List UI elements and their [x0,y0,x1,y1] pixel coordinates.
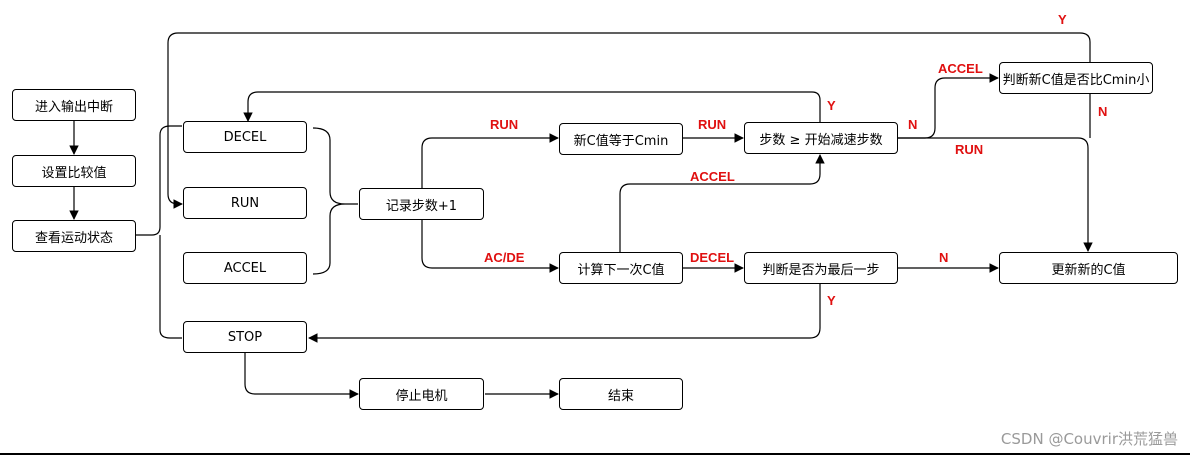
node-stop: STOP [183,321,307,353]
edge-judge-to-run [167,32,1091,209]
mode-brace [312,127,358,275]
node-set-compare: 设置比较值 [12,155,136,187]
label-ac-de: AC/DE [484,250,525,265]
label-accel-top: ACCEL [938,61,983,76]
label-y-steps: Y [827,98,836,113]
node-steps-ge-decel: 步数 ≥ 开始减速步数 [744,122,898,154]
node-check-state: 查看运动状态 [12,220,136,252]
label-n-last: N [939,250,949,265]
node-run: RUN [183,187,307,219]
label-accel-mid: ACCEL [690,169,735,184]
edge-steps-to-decel [243,91,821,122]
edge-steps-to-update [898,137,1093,252]
node-end: 结束 [559,378,683,410]
edge-record-to-calc [421,218,559,273]
label-run-right: RUN [955,142,984,157]
label-n-steps: N [908,117,918,132]
label-y-last: Y [827,293,836,308]
label-n-judge: N [1098,104,1108,119]
node-decel: DECEL [183,121,307,153]
node-stop-motor: 停止电机 [359,378,484,410]
edge-calc-to-steps [619,154,825,252]
node-accel: ACCEL [183,252,307,284]
node-update-new-c: 更新新的C值 [999,252,1178,284]
label-y-top: Y [1058,12,1067,27]
label-decel: DECEL [690,250,735,265]
node-calc-next-c: 计算下一次C值 [559,252,683,284]
edge-last-to-stop [308,284,821,343]
watermark: CSDN @Couvrir洪荒猛兽 [1000,430,1178,448]
node-judge-new-c: 判断新C值是否比Cmin小 [999,62,1153,94]
node-judge-last-step: 判断是否为最后一步 [744,252,898,284]
node-enter-isr: 进入输出中断 [12,89,136,121]
node-new-c-eq-cmin: 新C值等于Cmin [559,123,683,155]
label-run-mid: RUN [698,117,727,132]
edge-record-to-newc [421,133,559,190]
state-brace [136,125,182,339]
label-run-top: RUN [490,117,519,132]
node-record-steps: 记录步数+1 [359,188,484,220]
edge-stop-to-motor [244,353,359,399]
bottom-rule [0,453,1190,455]
